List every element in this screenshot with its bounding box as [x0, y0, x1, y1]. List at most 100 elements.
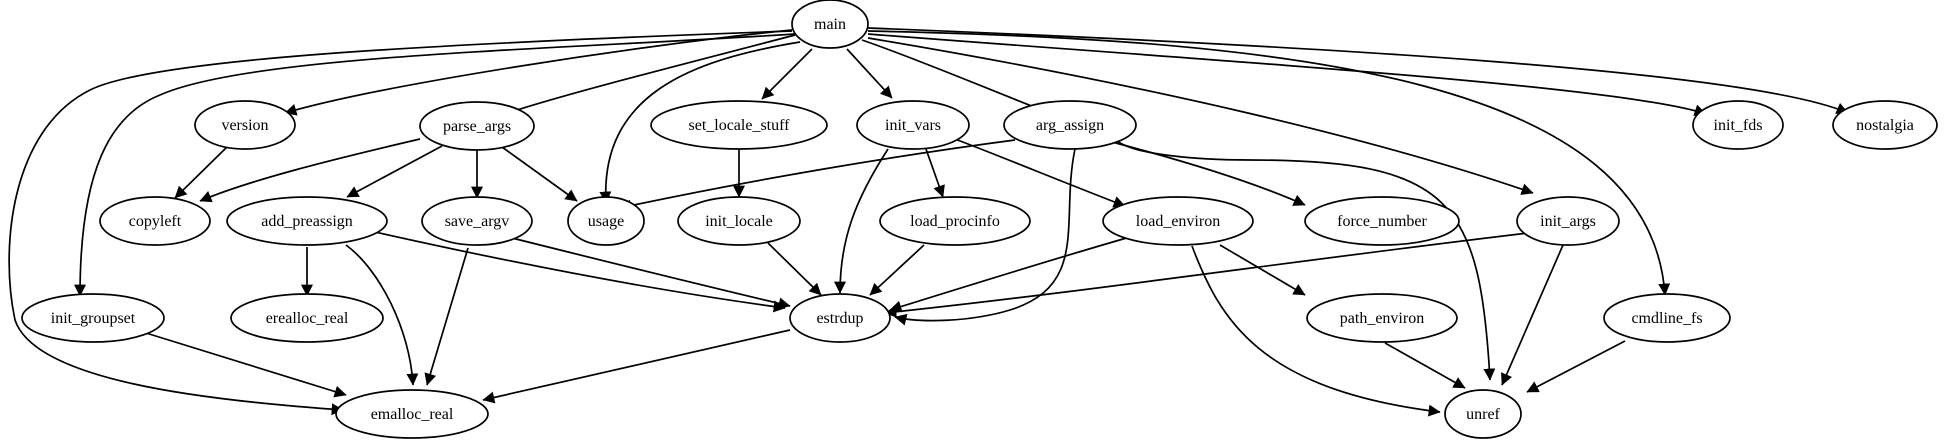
- edge-init_args-unref: [1501, 244, 1564, 386]
- edge-init_groupset-emalloc_real: [145, 332, 347, 398]
- node-load-procinfo: load_procinfo: [879, 196, 1031, 246]
- node-ellipse: [99, 196, 211, 246]
- node-ellipse: [791, 0, 869, 49]
- node-ellipse: [1516, 196, 1620, 246]
- node-label: nostalgia: [1856, 117, 1914, 134]
- node-label: init_fds: [1714, 117, 1763, 134]
- node-version: version: [194, 100, 296, 150]
- node-label: save_argv: [445, 213, 510, 230]
- node-label: init_vars: [885, 117, 941, 134]
- node-init-fds: init_fds: [1692, 100, 1784, 150]
- node-label: emalloc_real: [371, 406, 454, 423]
- edge-main-arg_assign: [861, 39, 1048, 114]
- node-copyleft: copyleft: [99, 196, 211, 246]
- node-main: main: [791, 0, 869, 49]
- node-label: cmdline_fs: [1631, 310, 1702, 327]
- node-erealloc-real: erealloc_real: [230, 293, 384, 343]
- edge-path_environ-unref: [1384, 342, 1466, 389]
- node-ellipse: [1832, 100, 1938, 150]
- edge-parse_args-copyleft: [199, 138, 421, 203]
- edges-layer: [8, 27, 1849, 417]
- node-label: arg_assign: [1036, 117, 1104, 134]
- node-set-locale-stuff: set_locale_stuff: [650, 100, 828, 150]
- node-ellipse: [1102, 196, 1254, 246]
- edge-main-cmdline_fs: [867, 30, 1671, 296]
- node-init-args: init_args: [1516, 196, 1620, 246]
- node-ellipse: [421, 196, 533, 246]
- node-ellipse: [650, 100, 828, 150]
- node-ellipse: [21, 293, 165, 343]
- node-unref: unref: [1444, 389, 1522, 439]
- node-ellipse: [194, 100, 296, 150]
- node-ellipse: [226, 196, 388, 246]
- edge-parse_args-add_preassign: [346, 145, 443, 198]
- node-label: usage: [588, 213, 624, 230]
- edge-cmdline_fs-unref: [1526, 340, 1626, 393]
- node-nostalgia: nostalgia: [1832, 100, 1938, 150]
- node-ellipse: [335, 389, 489, 439]
- node-ellipse: [1603, 293, 1731, 343]
- edge-init_locale-estrdup: [767, 242, 822, 296]
- edge-main-version: [284, 29, 793, 116]
- edge-init_vars-estrdup: [834, 148, 889, 294]
- node-load-environ: load_environ: [1102, 196, 1254, 246]
- node-ellipse: [419, 101, 535, 151]
- node-force-number: force_number: [1304, 196, 1460, 246]
- node-init-vars: init_vars: [856, 100, 970, 150]
- node-label: copyleft: [129, 213, 182, 230]
- node-ellipse: [1444, 389, 1522, 439]
- edge-main-emalloc_real: [8, 30, 793, 416]
- edge-main-set_locale_stuff: [761, 48, 813, 100]
- edge-main-init_vars: [846, 48, 893, 99]
- node-ellipse: [1306, 293, 1458, 343]
- node-label: unref: [1466, 406, 1500, 423]
- node-ellipse: [567, 196, 645, 246]
- node-ellipse: [230, 293, 384, 343]
- node-emalloc-real: emalloc_real: [335, 389, 489, 439]
- edge-load_environ-path_environ: [1219, 244, 1306, 296]
- node-ellipse: [879, 196, 1031, 246]
- node-label: estrdup: [816, 310, 863, 327]
- edge-init_vars-load_procinfo: [925, 148, 945, 198]
- edge-load_environ-estrdup: [889, 236, 1131, 313]
- node-label: set_locale_stuff: [688, 117, 790, 134]
- edge-main-parse_args: [501, 34, 796, 117]
- node-label: init_args: [1540, 213, 1596, 230]
- node-label: load_environ: [1136, 213, 1220, 230]
- node-label: parse_args: [443, 118, 511, 135]
- edge-arg_assign-unref: [1114, 138, 1496, 381]
- node-cmdline-fs: cmdline_fs: [1603, 293, 1731, 343]
- edge-estrdup-emalloc_real: [482, 329, 791, 404]
- edge-add_preassign-estrdup: [374, 231, 786, 313]
- node-label: init_groupset: [51, 310, 136, 327]
- node-label: load_procinfo: [910, 213, 1000, 230]
- node-label: add_preassign: [261, 213, 353, 230]
- node-init-locale: init_locale: [677, 196, 801, 246]
- edge-main-nostalgia: [867, 27, 1849, 114]
- node-ellipse: [789, 293, 891, 343]
- node-parse-args: parse_args: [419, 101, 535, 151]
- edge-version-copyleft: [174, 146, 228, 199]
- node-path-environ: path_environ: [1306, 293, 1458, 343]
- edge-main-init_groupset: [74, 33, 796, 297]
- node-ellipse: [1003, 100, 1137, 150]
- edge-save_argv-estrdup: [511, 237, 791, 310]
- edge-arg_assign-estrdup: [894, 148, 1076, 326]
- node-add-preassign: add_preassign: [226, 196, 388, 246]
- node-estrdup: estrdup: [789, 293, 891, 343]
- node-label: init_locale: [705, 213, 773, 230]
- node-ellipse: [1692, 100, 1784, 150]
- node-ellipse: [856, 100, 970, 150]
- edge-arg_assign-usage: [619, 139, 1016, 212]
- edge-main-init_fds: [867, 33, 1707, 117]
- edge-arg_assign-force_number: [1111, 141, 1306, 206]
- node-label: path_environ: [1340, 310, 1424, 327]
- edge-init_args-estrdup: [884, 232, 1529, 318]
- node-label: force_number: [1337, 213, 1427, 230]
- edge-add_preassign-emalloc_real: [345, 244, 419, 386]
- node-label: erealloc_real: [266, 310, 349, 327]
- node-label: version: [221, 117, 268, 134]
- node-label: main: [814, 16, 846, 33]
- edge-load_procinfo-estrdup: [869, 244, 925, 296]
